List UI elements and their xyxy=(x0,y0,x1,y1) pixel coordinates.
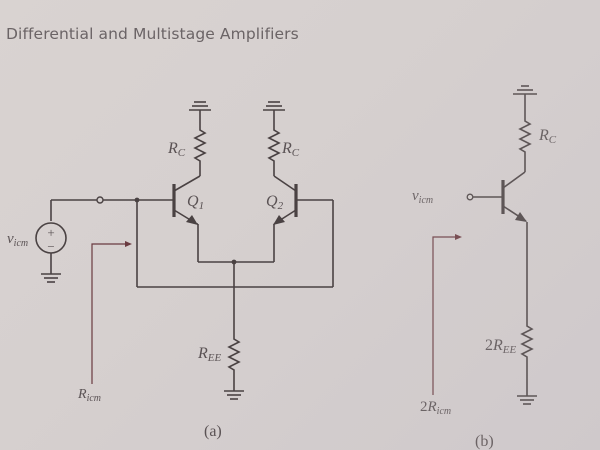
ground-icon xyxy=(41,273,61,283)
label-2ree: 2REE xyxy=(485,337,517,356)
emitter-arrow-icon xyxy=(273,215,285,225)
label-rc-right: RC xyxy=(281,140,300,159)
2ricm-arrow xyxy=(432,234,462,395)
ground-icon xyxy=(224,388,244,400)
input-terminal xyxy=(96,196,104,204)
minus-sign: − xyxy=(47,239,54,254)
ground-icon xyxy=(517,395,537,405)
transistor-q1 xyxy=(172,174,201,262)
caption-a: (a) xyxy=(204,423,222,440)
page-header: Differential and Multistage Amplifiers xyxy=(6,25,299,43)
resistor-rc xyxy=(518,118,532,170)
label-ree: REE xyxy=(197,345,222,364)
ricm-arrow xyxy=(91,241,132,384)
label-q2: Q2 xyxy=(266,193,284,212)
voltage-source-icon: + − xyxy=(35,222,67,254)
figure-a: RC Q1 RC xyxy=(7,101,334,440)
ground-icon xyxy=(513,85,537,118)
emitter-arrow-icon xyxy=(186,215,198,225)
label-ricm: Ricm xyxy=(77,387,101,404)
label-2ricm: 2Ricm xyxy=(420,399,451,417)
caption-b: (b) xyxy=(475,433,494,450)
ground-icon xyxy=(263,101,285,126)
label-q1: Q1 xyxy=(187,193,204,212)
transistor-q xyxy=(501,170,528,322)
label-vicm: vicm xyxy=(7,231,28,249)
plus-sign: + xyxy=(47,225,54,240)
figure-b: RC vicm 2REE 2Ricm xyxy=(412,85,557,450)
resistor-2ree xyxy=(520,322,534,396)
transistor-q2 xyxy=(273,174,298,262)
label-rc-left: RC xyxy=(167,140,186,159)
label-vicm-b: vicm xyxy=(412,188,433,206)
emitter-arrow-icon xyxy=(515,212,527,222)
resistor-ree xyxy=(227,336,241,388)
resistor-rc-left xyxy=(193,126,207,174)
label-rc: RC xyxy=(538,127,557,146)
ground-icon xyxy=(189,101,211,126)
input-terminal xyxy=(466,193,474,201)
resistor-rc-right xyxy=(267,126,281,174)
